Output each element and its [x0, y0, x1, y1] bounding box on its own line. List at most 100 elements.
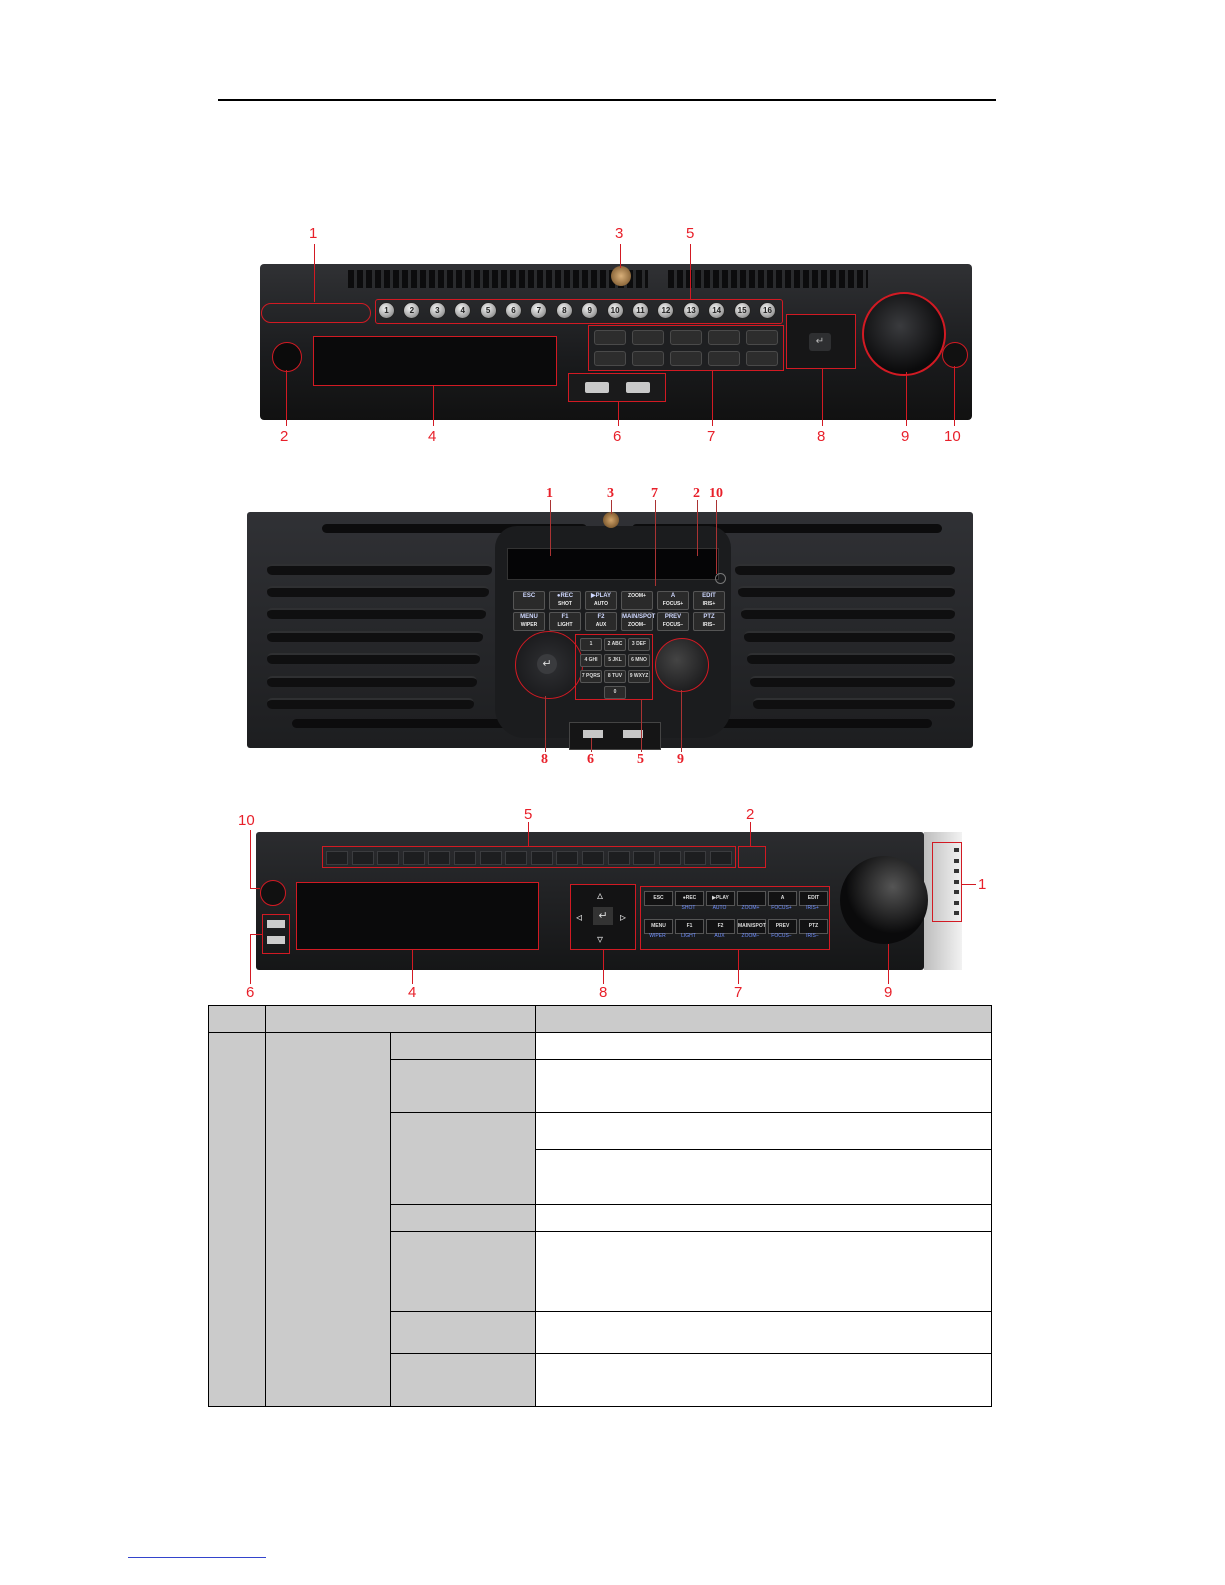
control-key[interactable]: F1 — [675, 919, 704, 934]
channel-button[interactable]: 15 — [734, 303, 750, 318]
channel-button[interactable]: 13 — [683, 303, 699, 318]
control-key[interactable] — [737, 891, 766, 906]
channel-button[interactable]: 1 — [379, 303, 394, 318]
channel-button[interactable]: 2 — [404, 303, 420, 318]
channel-button[interactable] — [505, 851, 528, 865]
control-key[interactable] — [594, 330, 626, 345]
channel-button[interactable] — [351, 851, 374, 865]
usb-port-2[interactable] — [267, 936, 285, 944]
control-key[interactable]: A — [768, 891, 797, 906]
channel-button[interactable]: 11 — [633, 303, 648, 318]
numeric-key[interactable]: 6 MNO — [628, 654, 650, 667]
control-key[interactable]: PREV — [768, 919, 797, 934]
control-key[interactable]: PTZ — [799, 919, 828, 934]
channel-button[interactable]: 8 — [556, 303, 572, 318]
channel-button[interactable] — [428, 851, 451, 865]
channel-button[interactable] — [556, 851, 579, 865]
control-key[interactable]: MENU — [644, 919, 673, 934]
callout-label: 1 — [978, 876, 987, 893]
channel-button[interactable]: 3 — [429, 303, 445, 318]
control-key[interactable] — [670, 351, 702, 366]
usb-port-1[interactable] — [583, 730, 603, 738]
jog-shuttle-dial[interactable] — [862, 292, 946, 376]
control-key[interactable]: ●REC — [675, 891, 704, 906]
numeric-key[interactable]: 3 DEF — [628, 638, 650, 651]
left-arrow-icon[interactable]: ◃ — [576, 910, 583, 924]
channel-button[interactable] — [710, 851, 732, 865]
numeric-key[interactable]: 2 ABC — [604, 638, 626, 651]
channel-button[interactable] — [479, 851, 502, 865]
control-key[interactable] — [746, 351, 778, 366]
control-key[interactable] — [746, 330, 778, 345]
control-key[interactable] — [594, 351, 626, 366]
control-key[interactable]: ESC — [644, 891, 673, 906]
leader-line — [655, 500, 656, 586]
channel-button[interactable] — [633, 851, 656, 865]
power-button[interactable] — [942, 342, 968, 368]
usb-port-1[interactable] — [267, 920, 285, 928]
jog-shuttle-dial[interactable] — [655, 638, 709, 692]
channel-button[interactable]: 14 — [709, 303, 725, 318]
numeric-key[interactable]: 8 TUV — [604, 670, 626, 683]
channel-button[interactable] — [684, 851, 707, 865]
channel-button[interactable] — [454, 851, 476, 865]
control-key[interactable] — [632, 351, 664, 366]
channel-button[interactable]: 12 — [658, 303, 674, 318]
power-button[interactable] — [715, 573, 726, 584]
channel-button[interactable] — [377, 851, 400, 865]
channel-button[interactable] — [582, 851, 604, 865]
channel-button[interactable] — [607, 851, 630, 865]
power-button[interactable] — [260, 880, 286, 906]
control-key[interactable] — [670, 330, 702, 345]
numeric-key[interactable]: 4 GHI — [580, 654, 602, 667]
control-key[interactable]: ESC — [513, 591, 545, 610]
control-key[interactable] — [708, 330, 740, 345]
control-key[interactable] — [708, 351, 740, 366]
control-key[interactable]: ZOOM+ — [621, 591, 653, 610]
control-key[interactable]: ▶PLAY — [706, 891, 735, 906]
numeric-key[interactable]: 5 JKL — [604, 654, 626, 667]
control-key[interactable]: EDIT — [799, 891, 828, 906]
control-key[interactable]: F2 — [706, 919, 735, 934]
ir-receiver-box — [738, 846, 766, 868]
up-arrow-icon[interactable]: ▵ — [597, 888, 604, 902]
down-arrow-icon[interactable]: ▿ — [597, 932, 604, 946]
control-key[interactable]: MAIN/SPOT — [737, 919, 766, 934]
enter-key[interactable]: ↵ — [809, 333, 831, 351]
channel-button[interactable]: 7 — [531, 303, 547, 318]
enter-key[interactable]: ↵ — [593, 907, 613, 925]
channel-button[interactable]: 10 — [607, 303, 623, 318]
channel-button[interactable] — [326, 851, 348, 865]
channel-button[interactable] — [530, 851, 553, 865]
channel-button[interactable]: 9 — [582, 303, 598, 318]
channel-button[interactable]: 16 — [760, 303, 775, 318]
numeric-key[interactable]: 0 — [604, 686, 626, 699]
channel-button[interactable] — [658, 851, 681, 865]
jog-shuttle-dial[interactable] — [840, 856, 928, 944]
right-arrow-icon[interactable]: ▹ — [620, 910, 627, 924]
header-rule — [218, 99, 996, 101]
usb-port-2[interactable] — [623, 730, 643, 738]
channel-button[interactable] — [402, 851, 425, 865]
usb-port-2[interactable] — [626, 382, 650, 393]
channel-button[interactable]: 4 — [455, 303, 471, 318]
numeric-key[interactable]: 7 PQRS — [580, 670, 602, 683]
enter-key[interactable]: ↵ — [537, 654, 557, 674]
control-key[interactable] — [632, 330, 664, 345]
channel-button[interactable]: 6 — [506, 303, 521, 318]
channel-button[interactable]: 5 — [480, 303, 496, 318]
usb-port-1[interactable] — [585, 382, 609, 393]
vent-slot — [267, 698, 474, 709]
numeric-key[interactable]: 9 WXYZ — [628, 670, 650, 683]
numeric-key[interactable]: 1 — [580, 638, 602, 651]
